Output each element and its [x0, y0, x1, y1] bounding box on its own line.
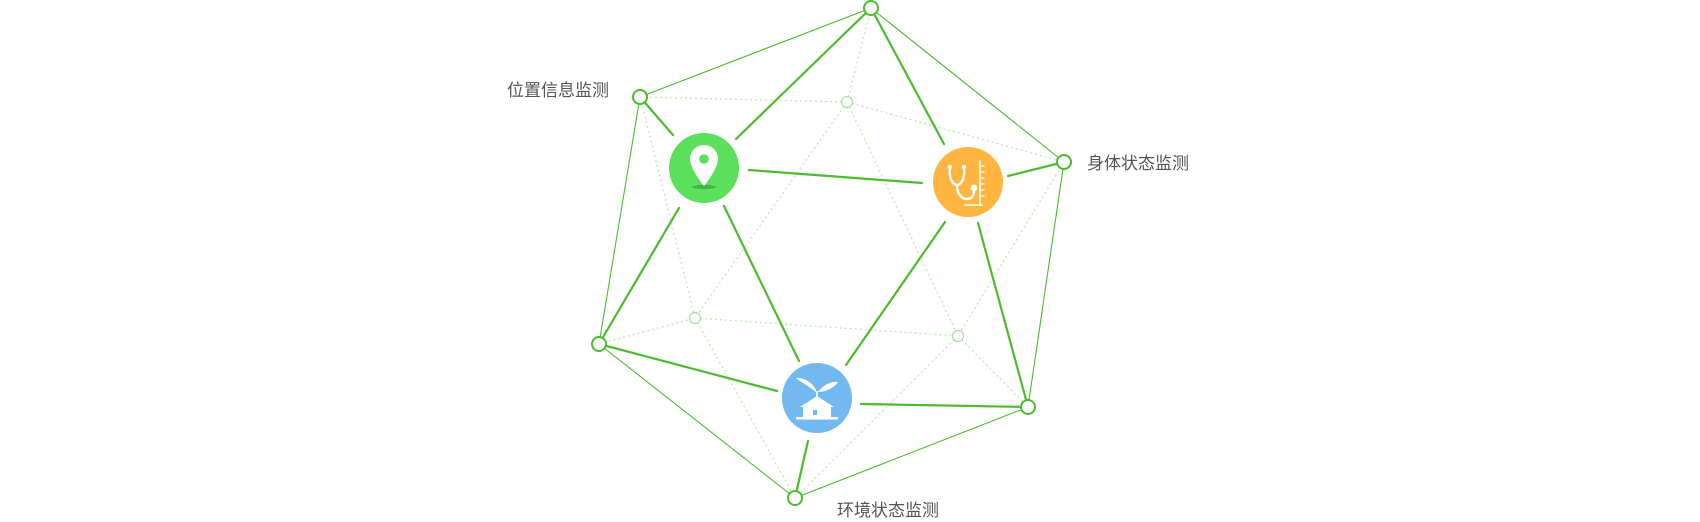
vertex-node — [632, 89, 648, 105]
vertex-node — [787, 490, 803, 506]
front-edges — [597, 6, 1066, 500]
hidden-nodes — [688, 95, 965, 343]
dotted-edge — [846, 7, 872, 103]
body-node — [933, 147, 1003, 217]
stethoscope-icon — [947, 160, 985, 206]
hidden-node — [840, 95, 854, 109]
vertex-node — [863, 0, 879, 16]
front-edge — [869, 6, 946, 146]
eco-house-icon — [796, 377, 838, 420]
vertex-node — [1020, 399, 1036, 415]
vertex-nodes — [591, 0, 1072, 506]
front-edge — [976, 221, 1030, 409]
dotted-edge — [794, 335, 959, 499]
label-environment: 环境状态监测 — [837, 501, 939, 520]
hidden-node — [951, 329, 965, 343]
outer-edge — [598, 96, 641, 345]
dotted-edge — [694, 101, 848, 319]
hidden-node — [688, 311, 702, 325]
outer-edge — [1027, 161, 1065, 408]
outer-edge — [870, 7, 1065, 163]
outer-edges — [598, 7, 1065, 499]
dotted-edge — [957, 161, 1065, 337]
vertex-node — [591, 336, 607, 352]
environment-node — [782, 363, 852, 433]
dotted-edge — [846, 101, 959, 337]
dotted-edge — [957, 335, 1029, 408]
dotted-edges — [598, 7, 1065, 499]
front-edge — [859, 402, 1030, 409]
outer-edge — [794, 406, 1029, 499]
front-edge — [1006, 160, 1066, 178]
location-node — [669, 133, 739, 203]
label-location: 位置信息监测 — [507, 81, 609, 100]
body-icon-bg — [933, 147, 1003, 217]
front-edge — [597, 206, 681, 346]
map-pin-icon — [690, 145, 718, 190]
front-edge — [793, 439, 810, 500]
front-edge — [597, 342, 779, 393]
dotted-edge — [639, 96, 848, 103]
dotted-edge — [694, 317, 959, 337]
label-body: 身体状态监测 — [1087, 154, 1189, 173]
front-edge — [734, 6, 873, 141]
dotted-edge — [694, 317, 796, 499]
front-edge — [747, 168, 924, 185]
dotted-edge — [598, 317, 696, 345]
outer-edge — [598, 343, 796, 499]
front-edge — [638, 95, 675, 137]
outer-edge — [639, 7, 872, 98]
vertex-node — [1056, 154, 1072, 170]
front-edge — [722, 204, 801, 363]
front-edge — [844, 220, 947, 367]
